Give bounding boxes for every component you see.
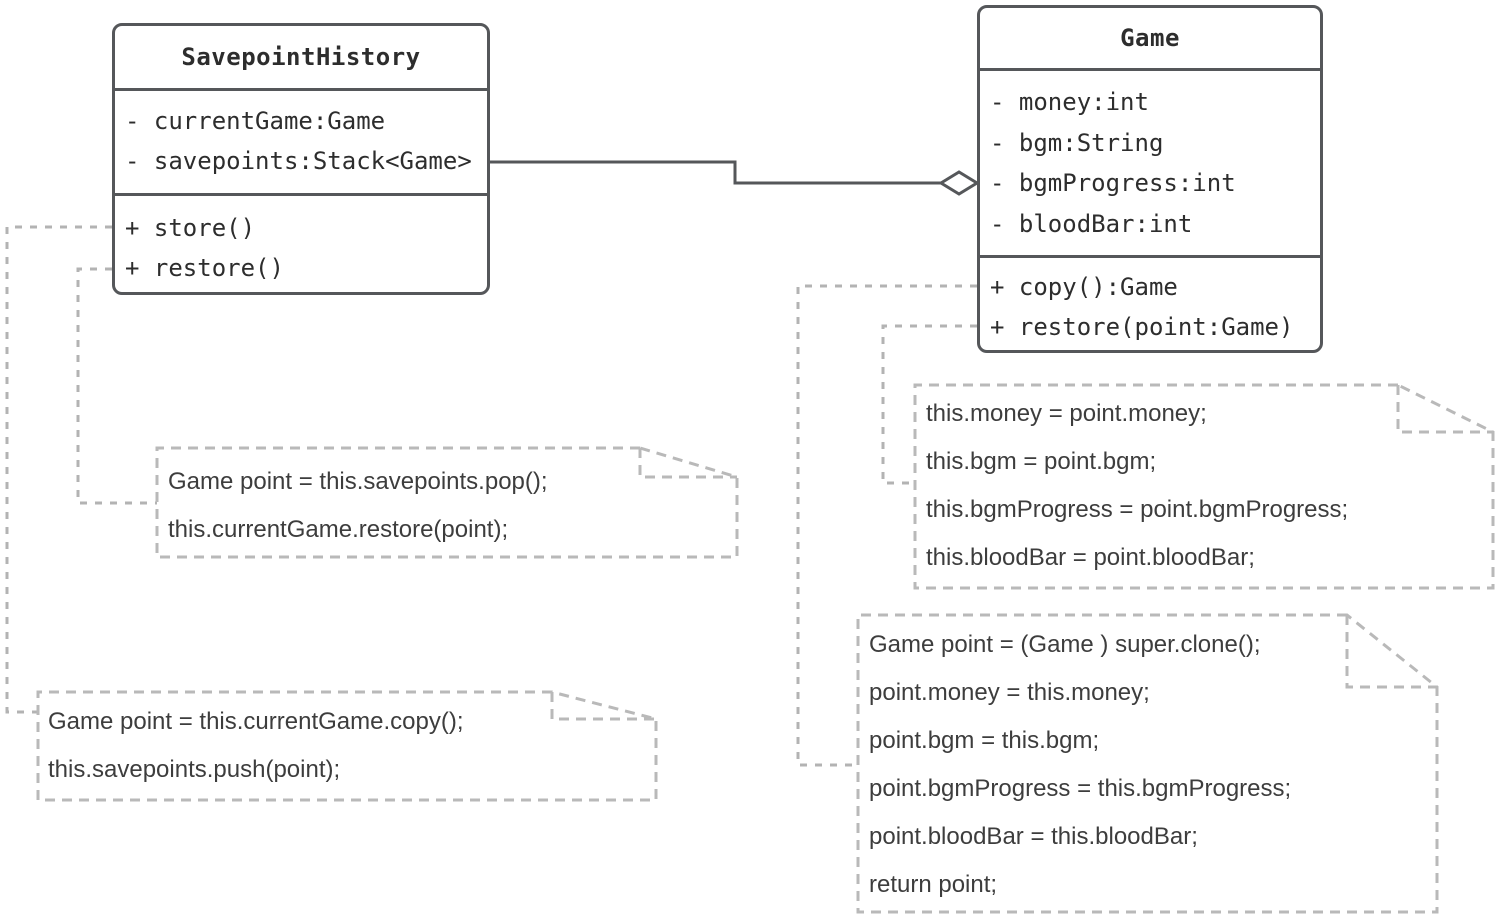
class-attribute: - bloodBar:int bbox=[990, 209, 1193, 238]
class-attribute: - bgm:String bbox=[990, 128, 1164, 157]
note-code-line: point.bloodBar = this.bloodBar; bbox=[869, 823, 1198, 850]
note-shape-game-restore-impl bbox=[913, 383, 1495, 590]
note-code-line: point.money = this.money; bbox=[869, 679, 1150, 706]
class-title-game: Game bbox=[980, 8, 1320, 71]
class-attributes-section: - currentGame:Game - savepoints:Stack<Ga… bbox=[115, 91, 487, 196]
class-attribute: - money:int bbox=[990, 88, 1149, 116]
note-game-copy-impl: Game point = (Game ) super.clone(); poin… bbox=[869, 621, 1429, 909]
class-attributes-section: - money:int - bgm:String - bgmProgress:i… bbox=[980, 71, 1320, 258]
note-fold-icon bbox=[550, 692, 656, 721]
class-attribute: - bgmProgress:int bbox=[990, 169, 1236, 197]
note-code-line: point.bgm = this.bgm; bbox=[869, 727, 1100, 754]
note-code-line: this.currentGame.restore(point); bbox=[168, 515, 509, 543]
note-code-line: Game point = this.currentGame.copy(); bbox=[48, 708, 464, 735]
note-fold-icon bbox=[1396, 385, 1493, 434]
note-code-line: this.bgmProgress = point.bgmProgress; bbox=[926, 496, 1349, 523]
note-history-store-impl: Game point = this.currentGame.copy(); th… bbox=[48, 698, 648, 793]
class-methods-section: + copy():Game + restore(point:Game) bbox=[980, 258, 1320, 350]
class-box-game: Game - money:int - bgm:String - bgmProgr… bbox=[977, 5, 1323, 353]
note-shape-history-store-impl bbox=[36, 690, 658, 802]
class-method: + store() bbox=[125, 214, 256, 242]
note-code-line: this.bloodBar = point.bloodBar; bbox=[926, 544, 1255, 571]
note-code-line: Game point = (Game ) super.clone(); bbox=[869, 631, 1261, 658]
aggregation-diamond-icon bbox=[938, 170, 980, 196]
class-title-savepointhistory: SavepointHistory bbox=[115, 26, 487, 91]
note-fold-icon bbox=[1345, 615, 1437, 689]
note-code-line: this.bgm = point.bgm; bbox=[926, 448, 1157, 475]
note-code-line: this.money = point.money; bbox=[926, 400, 1207, 427]
class-attribute: - savepoints:Stack<Game> bbox=[125, 147, 472, 175]
class-method: + restore(point:Game) bbox=[990, 313, 1294, 341]
class-box-savepointhistory: SavepointHistory - currentGame:Game - sa… bbox=[112, 23, 490, 295]
class-methods-section: + store() + restore() bbox=[115, 196, 487, 292]
note-shape-history-restore-impl bbox=[155, 446, 739, 559]
class-attribute: - currentGame:Game bbox=[125, 107, 386, 135]
note-code-line: return point; bbox=[869, 871, 998, 898]
note-link-store bbox=[5, 225, 112, 714]
note-history-restore-impl: Game point = this.savepoints.pop(); this… bbox=[168, 458, 728, 553]
aggregation-link-line bbox=[490, 160, 941, 185]
class-method: + restore() bbox=[125, 254, 284, 282]
note-shape-game-copy-impl bbox=[856, 613, 1439, 914]
class-method: + copy():Game bbox=[990, 273, 1178, 301]
note-link-game-restore bbox=[881, 324, 977, 485]
note-code-line: point.bgmProgress = this.bgmProgress; bbox=[869, 775, 1292, 802]
note-fold-icon bbox=[638, 448, 737, 479]
note-link-restore bbox=[76, 267, 158, 505]
note-code-line: this.savepoints.push(point); bbox=[48, 755, 341, 783]
note-game-restore-impl: this.money = point.money; this.bgm = poi… bbox=[926, 390, 1486, 582]
note-code-line: Game point = this.savepoints.pop(); bbox=[168, 468, 548, 495]
